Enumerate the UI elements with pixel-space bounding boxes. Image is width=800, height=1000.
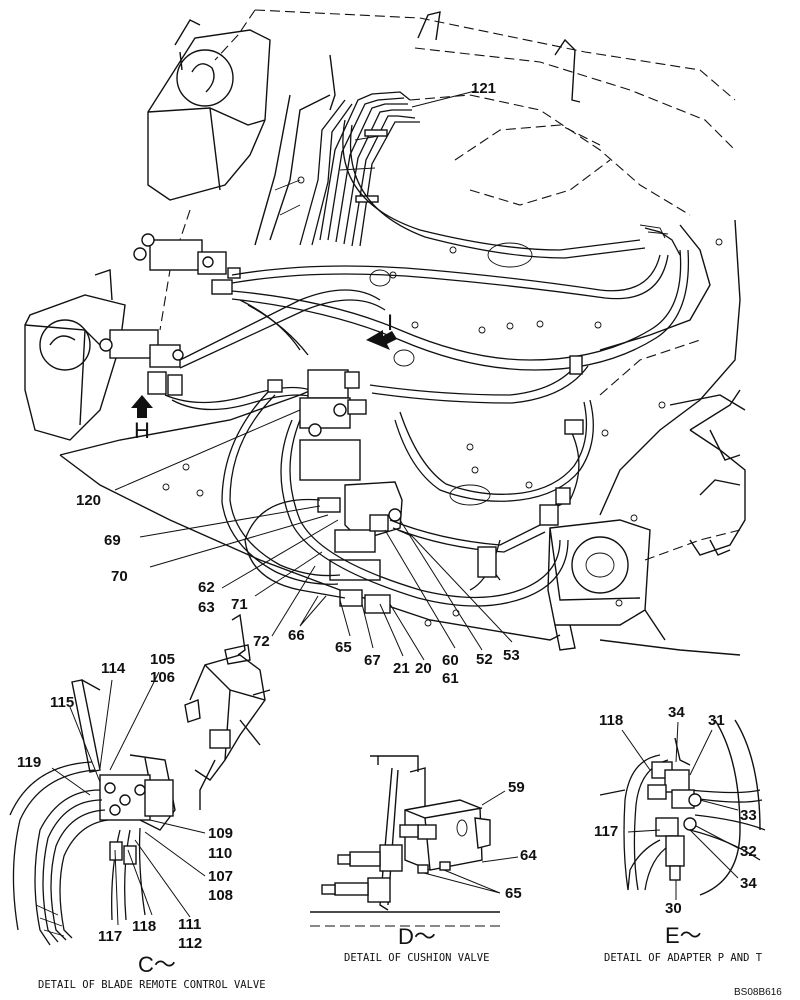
callout-31: 31 — [708, 712, 725, 729]
callout-119: 119 — [17, 754, 41, 771]
callout-59: 59 — [508, 779, 525, 796]
callout-117-c: 117 — [98, 928, 122, 945]
callout-32: 32 — [740, 843, 757, 860]
callout-69: 69 — [104, 532, 121, 549]
mount-bracket-lower — [24, 269, 126, 441]
detail-e-letter: E～ — [665, 923, 702, 948]
detail-e-caption: DETAIL OF ADAPTER P AND T — [604, 952, 763, 964]
mount-bracket-right — [547, 519, 666, 651]
callout-121: 121 — [471, 80, 496, 97]
callout-62: 62 — [198, 579, 215, 596]
callout-115: 115 — [50, 694, 74, 711]
callout-63: 63 — [198, 599, 215, 616]
view-marker-h: H — [134, 418, 150, 443]
callout-61: 61 — [442, 670, 459, 687]
callout-52: 52 — [476, 651, 493, 668]
callout-114: 114 — [101, 660, 126, 677]
callout-118-e: 118 — [599, 712, 623, 729]
main-callouts: 121 120 69 70 62 63 71 72 66 65 67 21 20… — [76, 80, 520, 687]
callout-33: 33 — [740, 807, 757, 824]
detail-c — [9, 613, 271, 946]
callout-20: 20 — [415, 660, 432, 677]
callout-64: 64 — [520, 847, 537, 864]
cushion-valve-block — [317, 481, 413, 614]
callout-110: 110 — [208, 845, 232, 862]
callout-65: 65 — [335, 639, 352, 656]
detail-d-letter: D～ — [398, 924, 436, 949]
mount-bracket-upper — [147, 19, 271, 201]
callout-34-bottom: 34 — [740, 875, 757, 892]
callout-67: 67 — [364, 652, 381, 669]
callout-72: 72 — [253, 633, 270, 650]
right-structure — [669, 394, 746, 556]
callout-108: 108 — [208, 887, 233, 904]
callout-53: 53 — [503, 647, 520, 664]
callout-105: 105 — [150, 651, 175, 668]
pilot-valve-lower — [99, 329, 184, 396]
callout-21: 21 — [393, 660, 410, 677]
callout-118-c: 118 — [132, 918, 156, 935]
top-brackets — [329, 11, 581, 111]
detail-c-letter: C～ — [138, 952, 176, 977]
detail-e-callouts: 118 34 31 33 117 32 34 30 — [594, 704, 757, 917]
callout-107: 107 — [208, 868, 233, 885]
detail-d — [310, 755, 500, 927]
callout-60: 60 — [442, 652, 459, 669]
detail-d-callouts: 59 64 65 — [423, 779, 537, 902]
center-valve-block — [299, 369, 367, 481]
lower-hoses — [221, 355, 594, 607]
detail-d-caption: DETAIL OF CUSHION VALVE — [344, 952, 489, 964]
callout-66: 66 — [288, 627, 305, 644]
callout-71: 71 — [231, 596, 248, 613]
view-arrow-h: H — [131, 395, 153, 443]
callout-112: 112 — [178, 935, 202, 952]
callout-70: 70 — [111, 568, 128, 585]
callout-117-e: 117 — [594, 823, 618, 840]
detail-c-callouts: 105 106 114 115 119 109 110 107 108 111 … — [17, 651, 233, 952]
detail-e — [599, 719, 766, 896]
pilot-hoses — [164, 119, 690, 411]
pipe-bundle-main — [254, 91, 420, 247]
callout-109: 109 — [208, 825, 233, 842]
callout-34-top: 34 — [668, 704, 685, 721]
pilot-valve-upper — [133, 233, 241, 295]
view-marker-i: I — [387, 310, 393, 335]
callout-111: 111 — [178, 916, 201, 933]
callout-106: 106 — [150, 669, 175, 686]
callout-120: 120 — [76, 492, 101, 509]
floor-plate — [59, 176, 741, 656]
frame-outline — [159, 9, 741, 561]
drawing-number: BS08B616 — [734, 987, 782, 998]
detail-c-caption: DETAIL OF BLADE REMOTE CONTROL VALVE — [38, 979, 266, 991]
view-arrow-i: I — [366, 310, 397, 350]
callout-30: 30 — [665, 900, 682, 917]
callout-65-d: 65 — [505, 885, 522, 902]
